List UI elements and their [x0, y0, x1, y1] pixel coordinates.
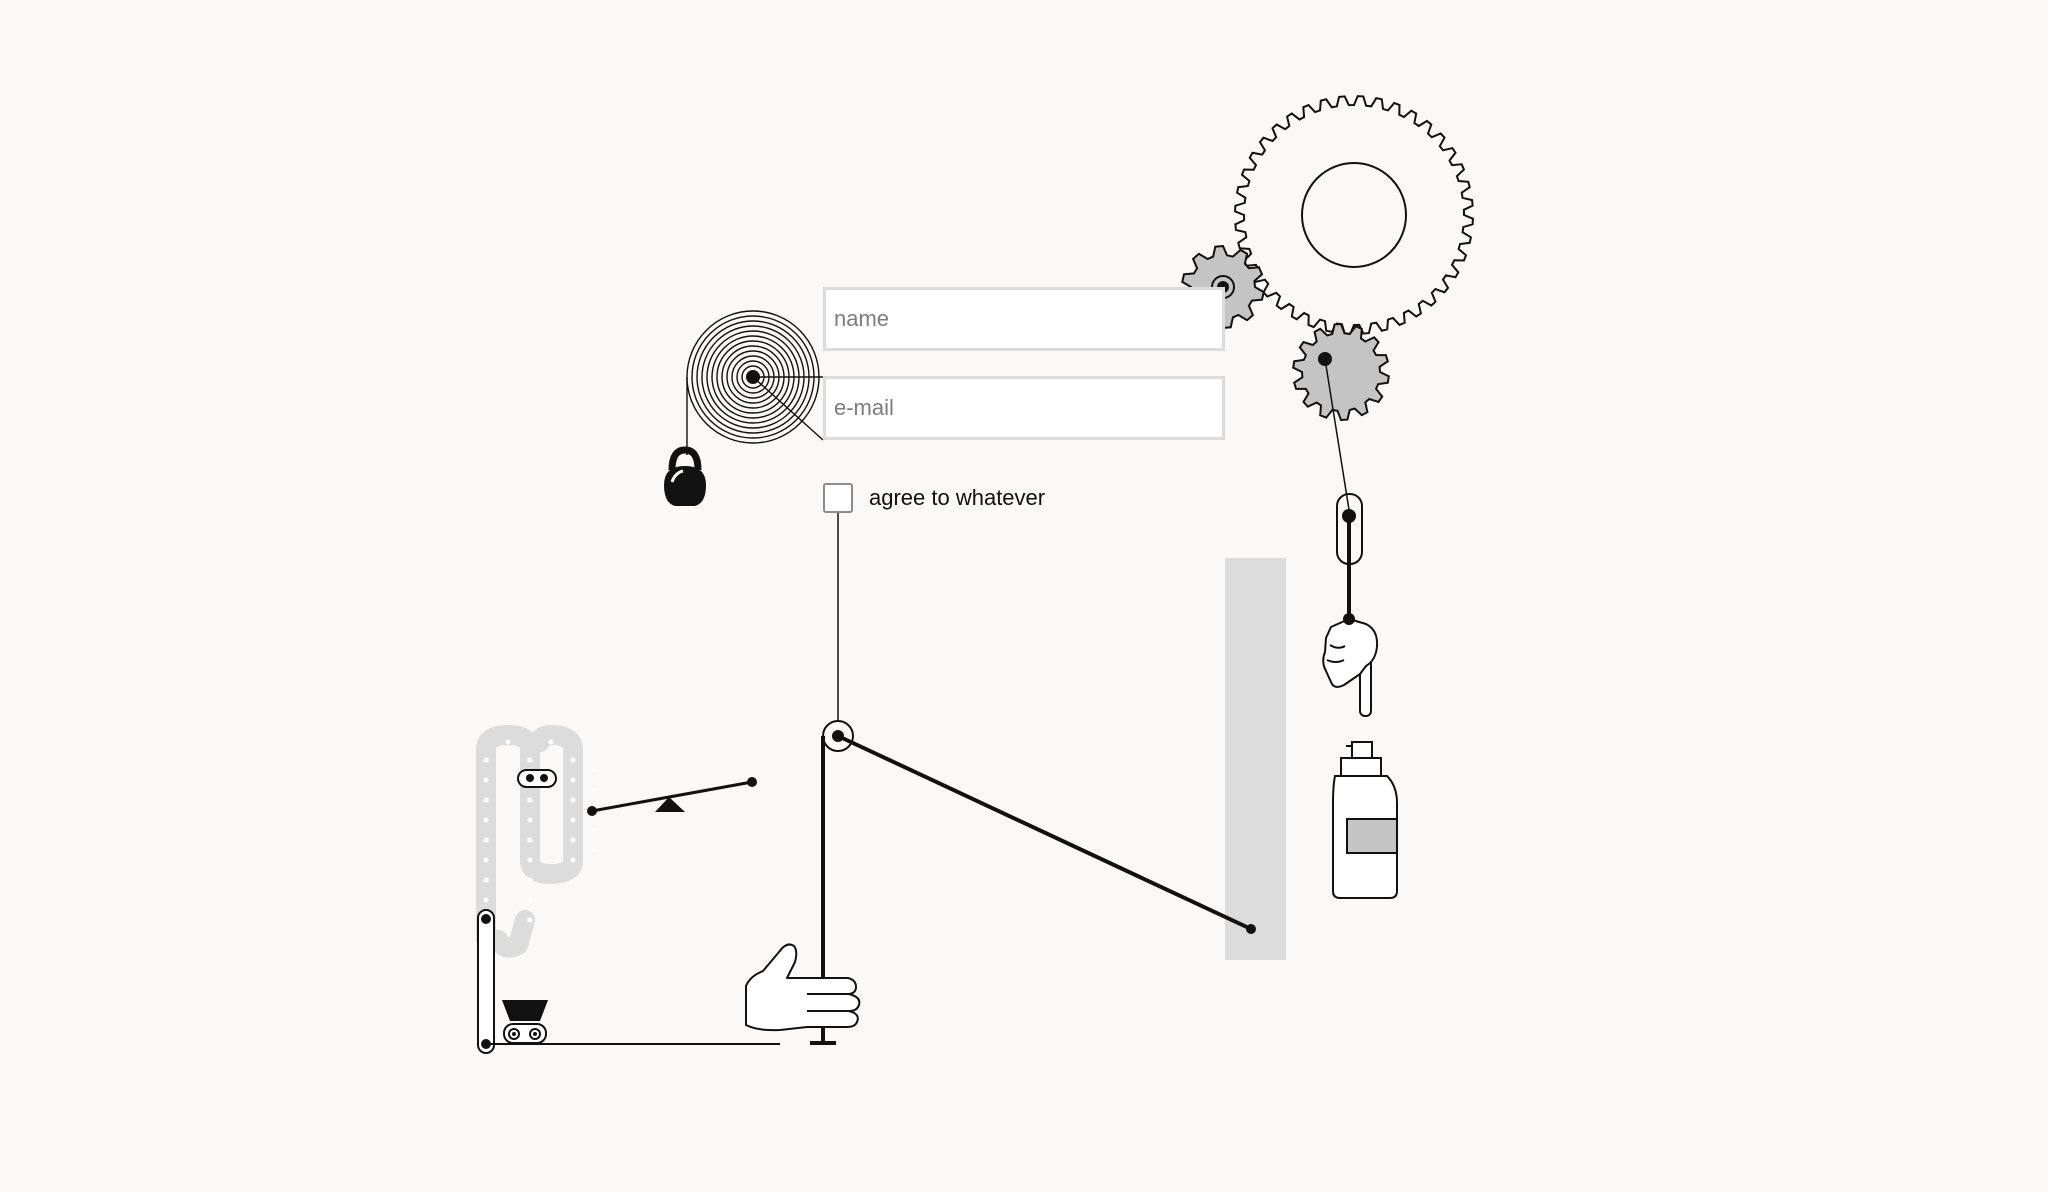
lever-arm	[810, 720, 1256, 1045]
conveyor-carrier	[517, 769, 557, 788]
large-gear-icon	[1234, 95, 1474, 335]
gray-panel	[1225, 558, 1286, 960]
gear-string	[1324, 358, 1351, 517]
medium-gear-icon	[1292, 322, 1390, 422]
agree-label[interactable]: agree to whatever	[869, 485, 1046, 510]
large-gear-hub	[1301, 162, 1407, 268]
spray-bottle-icon	[1332, 741, 1398, 899]
chain-conveyor	[476, 725, 583, 958]
agree-checkbox[interactable]	[823, 483, 853, 513]
coil-spring-hub	[746, 370, 760, 384]
name-input[interactable]	[823, 287, 1225, 351]
mine-cart-icon	[502, 1000, 548, 1044]
open-hand-icon	[745, 943, 861, 1032]
pulley-icon	[1336, 493, 1363, 620]
email-input[interactable]	[823, 376, 1225, 440]
coil-spring	[686, 310, 824, 455]
kettlebell-icon	[664, 446, 706, 506]
seesaw-icon	[587, 777, 757, 816]
agree-row[interactable]: agree to whatever	[823, 483, 1045, 513]
pointing-hand-icon	[1322, 613, 1379, 717]
